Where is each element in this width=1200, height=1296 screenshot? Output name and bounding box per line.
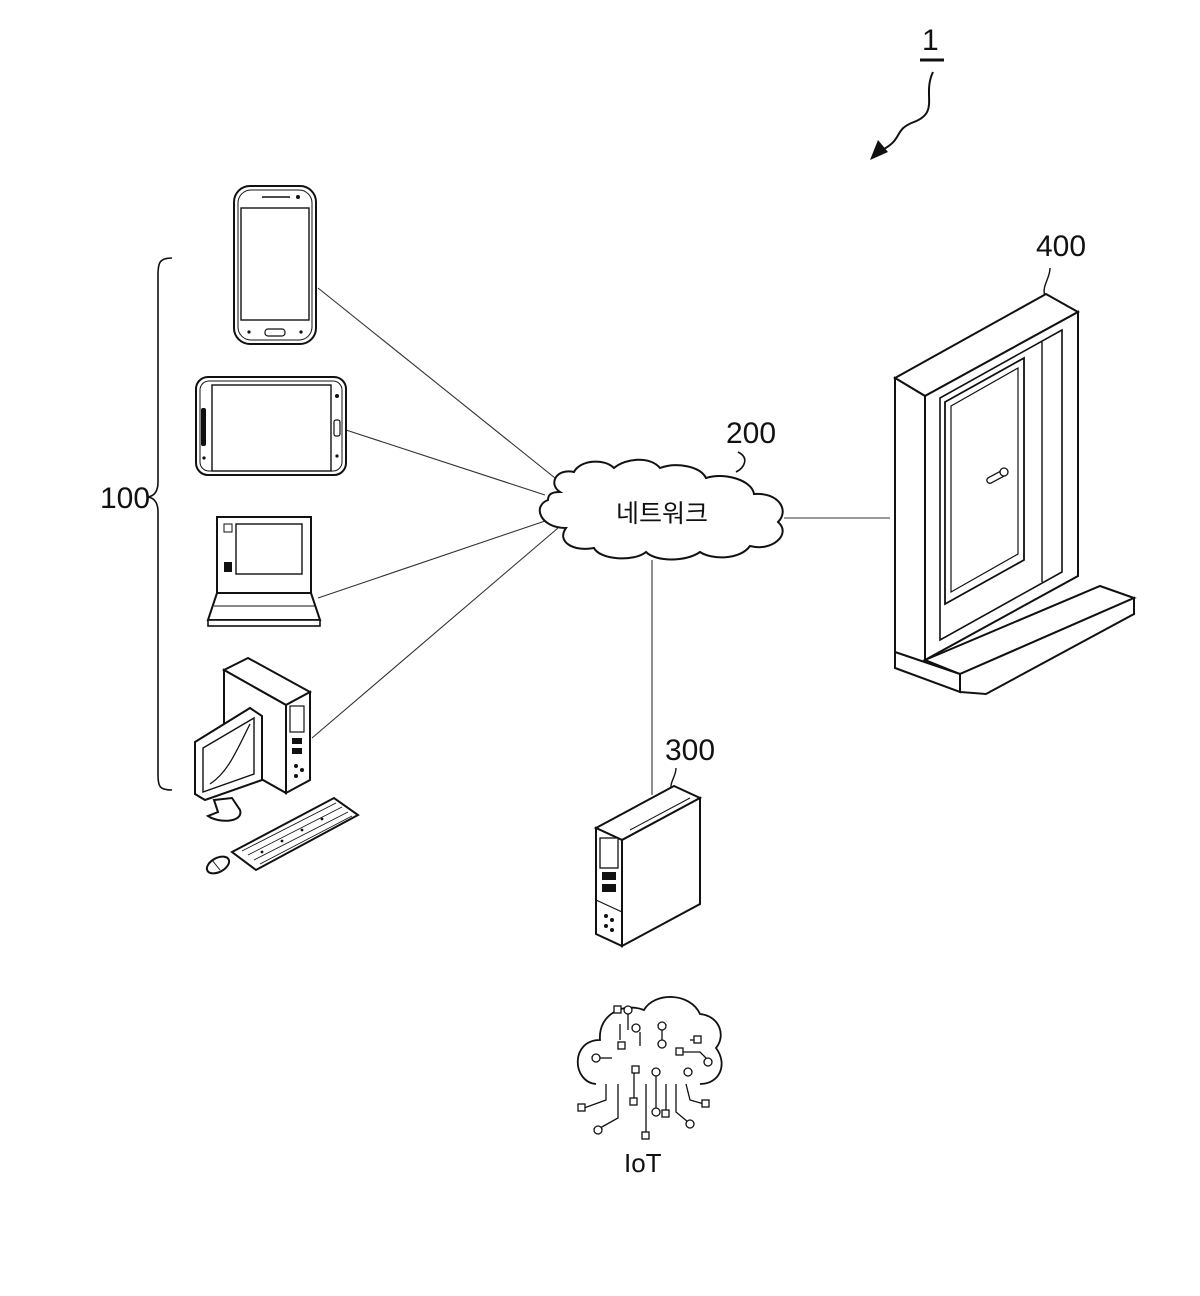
system-ref-label: 1 bbox=[922, 24, 939, 57]
link-desktop-network bbox=[312, 528, 558, 738]
server-tower-icon: 300 bbox=[596, 734, 715, 946]
leader-arrow bbox=[878, 72, 933, 152]
iot-label: IoT bbox=[624, 1148, 662, 1178]
network-cloud: 200 네트워크 bbox=[540, 417, 783, 560]
tablet-icon bbox=[196, 377, 346, 475]
door-ref: 400 bbox=[1036, 230, 1086, 263]
server-ref: 300 bbox=[665, 734, 715, 767]
link-laptop-network bbox=[318, 520, 548, 598]
link-tablet-network bbox=[346, 430, 545, 495]
devices-group-ref: 100 bbox=[100, 482, 150, 515]
door-icon: 400 bbox=[895, 230, 1134, 694]
desktop-computer-icon bbox=[195, 658, 358, 877]
laptop-icon bbox=[208, 517, 320, 626]
devices-group-brace: 100 bbox=[100, 258, 172, 790]
arrow-head-icon bbox=[870, 140, 888, 160]
network-ref: 200 bbox=[726, 417, 776, 450]
link-phone-network bbox=[318, 288, 560, 482]
iot-cloud-circuit-icon: IoT bbox=[578, 997, 722, 1178]
system-reference: 1 bbox=[870, 24, 944, 160]
smartphone-icon bbox=[234, 186, 316, 344]
network-label: 네트워크 bbox=[616, 500, 708, 528]
